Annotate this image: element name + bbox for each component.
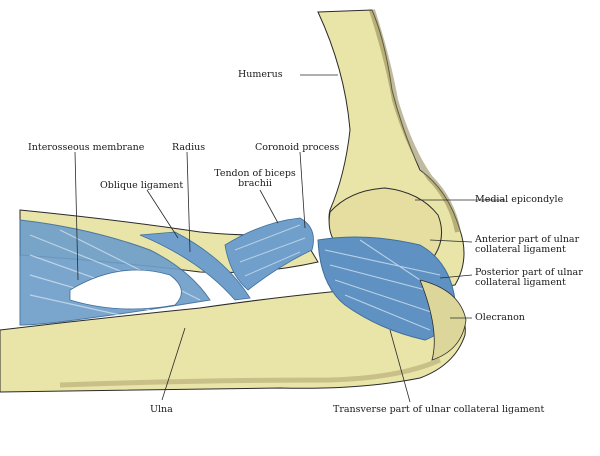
label-coronoid-process: Coronoid process — [255, 142, 340, 153]
label-anterior-ulnar-collateral: Anterior part of ulnar collateral ligame… — [475, 235, 579, 255]
biceps-tendon-shape — [224, 217, 314, 291]
label-transverse-ulnar-collateral: Transverse part of ulnar collateral liga… — [333, 404, 545, 415]
label-anterior-ulnar-line2: collateral ligament — [475, 244, 566, 255]
label-posterior-ulnar-line1: Posterior part of ulnar — [475, 267, 583, 278]
label-posterior-ulnar-collateral: Posterior part of ulnar collateral ligam… — [475, 268, 583, 288]
label-tendon-biceps-brachii: Tendon of biceps brachii — [205, 169, 305, 189]
label-interosseous-membrane: Interosseous membrane — [28, 142, 145, 153]
olecranon-bone — [419, 279, 467, 361]
label-tendon-biceps-line2: brachii — [238, 178, 272, 189]
label-tendon-biceps-line1: Tendon of biceps — [214, 168, 296, 179]
label-oblique-ligament: Oblique ligament — [100, 180, 184, 191]
label-ulna: Ulna — [150, 404, 173, 415]
leader-lines — [74, 74, 505, 403]
label-radius: Radius — [172, 142, 206, 153]
oblique-ligament-shape — [139, 231, 251, 301]
label-medial-epicondyle: Medial epicondyle — [475, 194, 564, 205]
label-anterior-ulnar-line1: Anterior part of ulnar — [475, 234, 580, 245]
label-olecranon: Olecranon — [475, 312, 525, 323]
label-posterior-ulnar-line2: collateral ligament — [475, 277, 566, 288]
label-humerus: Humerus — [238, 69, 283, 80]
